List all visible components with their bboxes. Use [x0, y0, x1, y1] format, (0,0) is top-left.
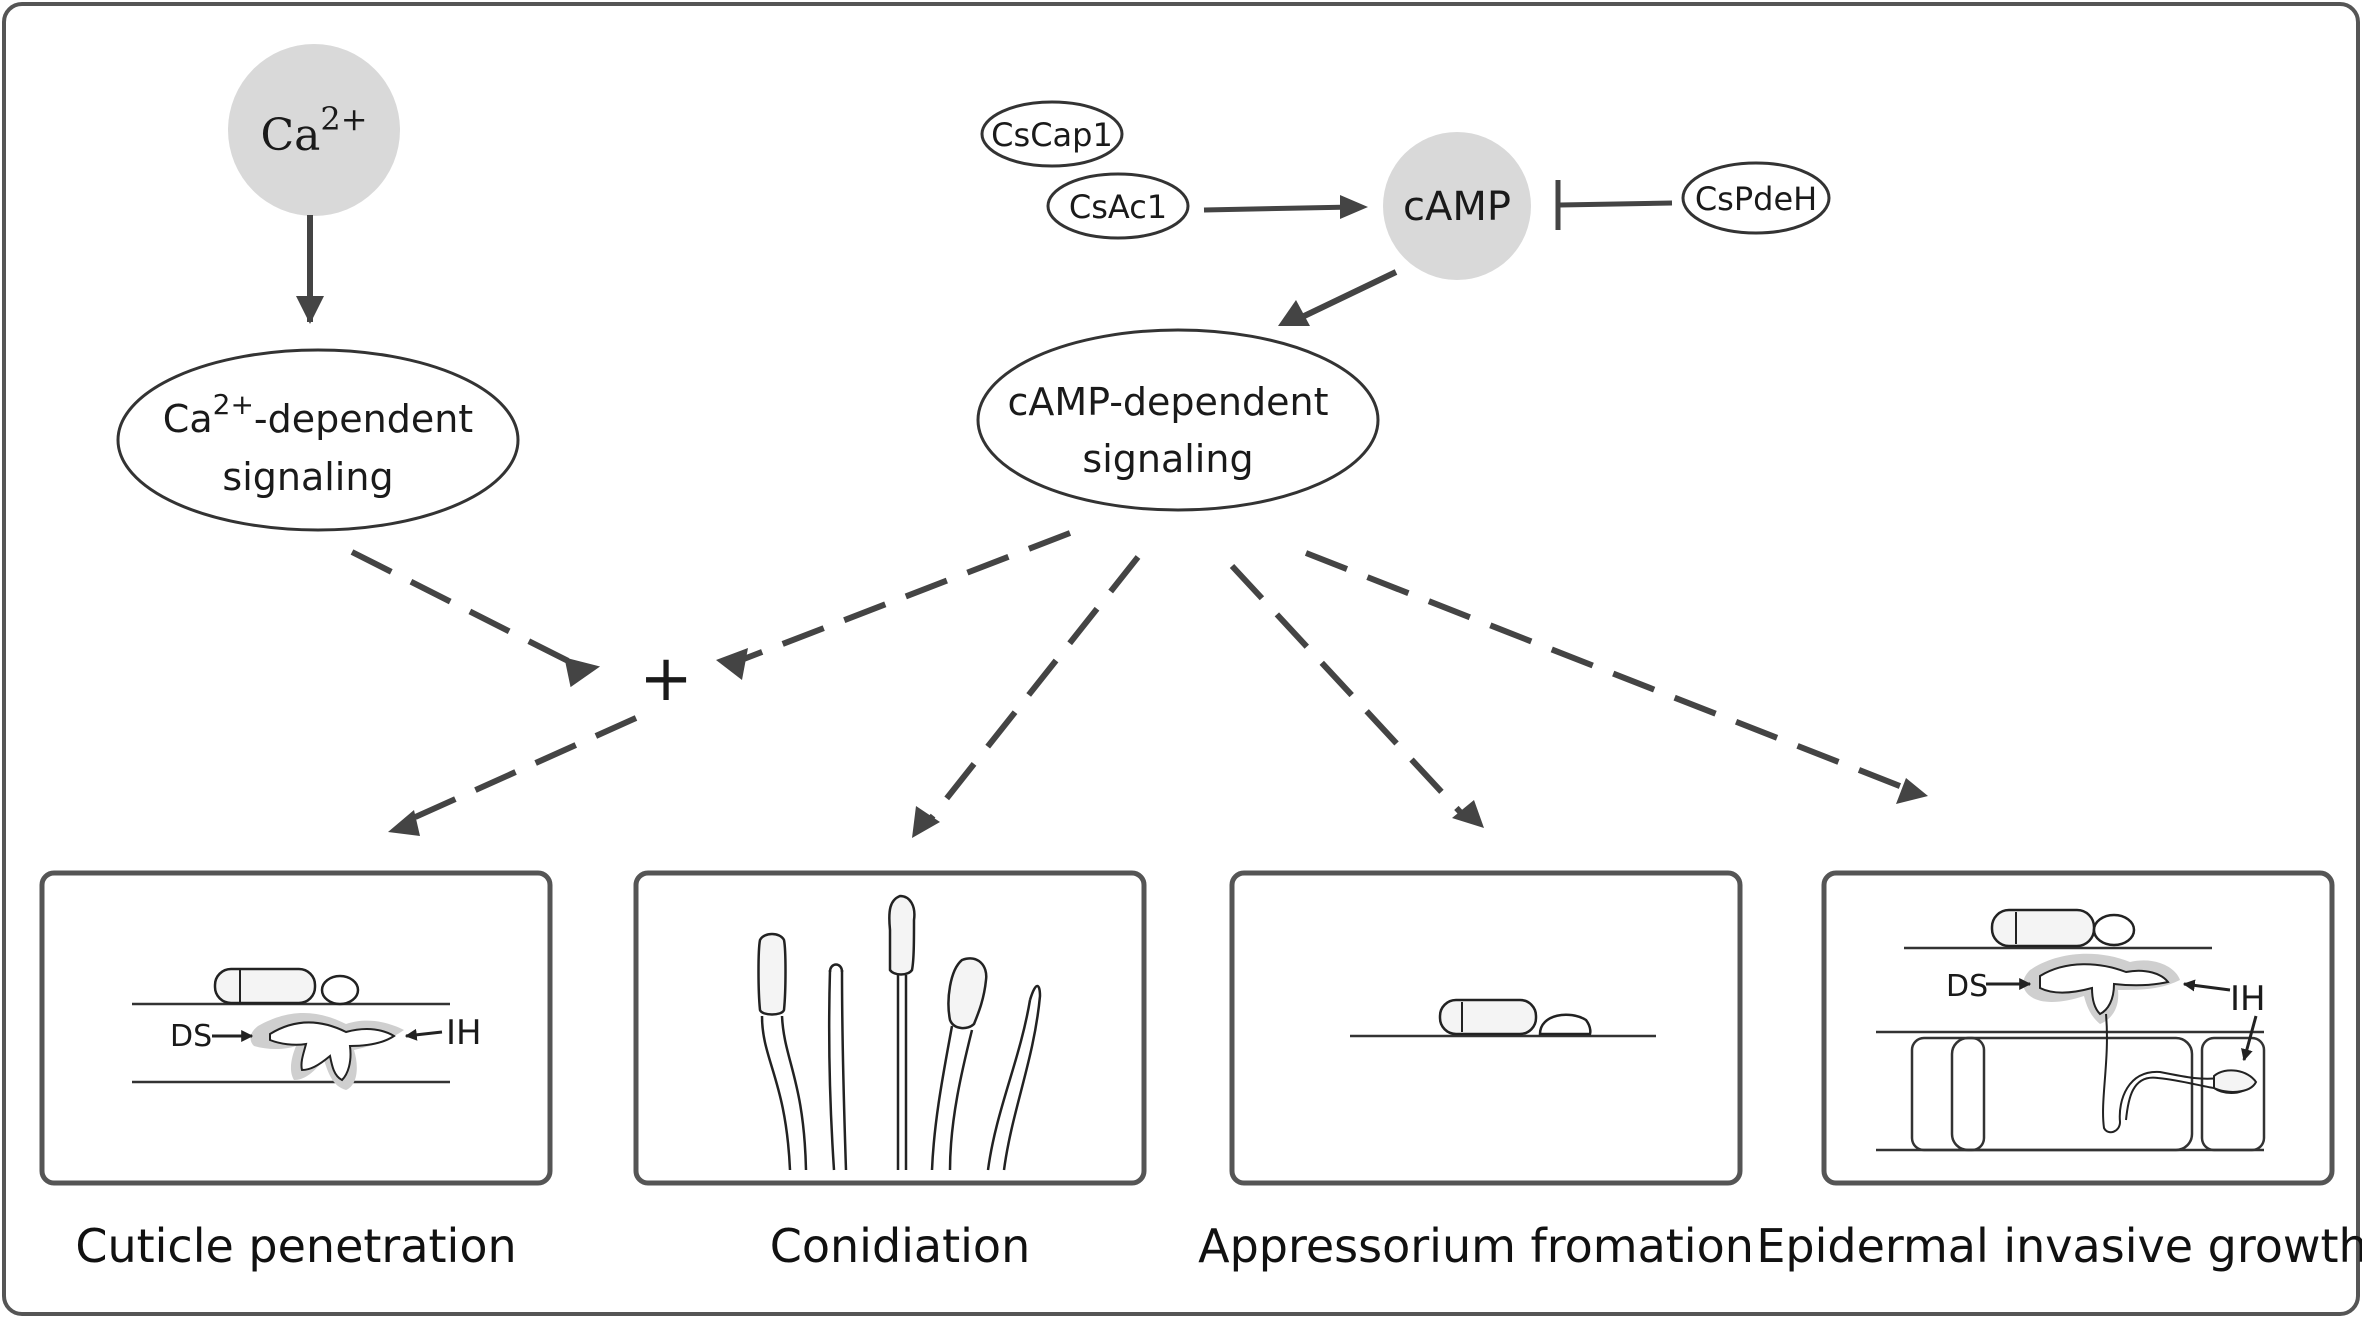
dashed-arrow-camp-to-plus [734, 530, 1072, 665]
caption-cuticle-penetration: Cuticle penetration [75, 1219, 516, 1273]
cspdeh-label: CsPdeH [1695, 180, 1817, 218]
arrowhead [912, 806, 940, 838]
ca-signaling-line2: signaling [222, 455, 393, 499]
cspdeh-node: CsPdeH [1681, 161, 1831, 235]
arrowhead [1340, 195, 1368, 219]
arrowhead [1452, 800, 1484, 828]
panel-epidermal-invasive-growth: DS IH [1821, 870, 2335, 1186]
dashed-arrow-ca-to-plus [350, 549, 580, 669]
ih-label: IH [446, 1013, 482, 1053]
dashed-arrow-camp-to-appressorium [1229, 563, 1465, 817]
camp-label: cAMP [1403, 184, 1511, 230]
cscap1-node: CsCap1 [980, 100, 1124, 168]
caption-epidermal-invasive-growth: Epidermal invasive growth [1756, 1219, 2362, 1273]
ds-label: DS [1946, 969, 1988, 1004]
dashed-arrow-plus-to-cuticle [400, 715, 638, 826]
panel-conidiation [633, 870, 1147, 1186]
ih-label: IH [2230, 979, 2266, 1019]
ca-ion-node: Ca2+ [228, 44, 400, 216]
ca-ion-label: Ca2+ [260, 100, 367, 161]
arrow-camp-to-camp-signaling [1298, 269, 1398, 321]
caption-appressorium-formation: Appressorium fromation [1198, 1219, 1754, 1273]
panel-cuticle-penetration: DS IH [39, 870, 553, 1186]
plus-sign: + [639, 642, 693, 716]
arrowhead [564, 657, 601, 688]
dashed-arrow-camp-to-conidiation [925, 555, 1141, 824]
ds-label: DS [170, 1019, 212, 1054]
arrowhead [1896, 778, 1928, 804]
csac1-label: CsAc1 [1069, 188, 1167, 226]
panel-appressorium-formation [1229, 870, 1743, 1186]
camp-signaling-node: cAMP-dependent signaling [976, 328, 1380, 512]
dashed-arrow-camp-to-invasive [1304, 550, 1912, 793]
arrowhead [1278, 300, 1310, 326]
cscap1-label: CsCap1 [991, 116, 1113, 154]
ca-signaling-node: Ca2+-dependent signaling [116, 348, 520, 532]
camp-node: cAMP [1383, 132, 1531, 280]
caption-conidiation: Conidiation [770, 1219, 1030, 1273]
ca-signaling-line1: Ca2+-dependent [163, 388, 473, 441]
arrow-csac1-to-camp [1203, 204, 1355, 213]
arrowhead [296, 296, 324, 324]
csac1-node: CsAc1 [1046, 172, 1190, 240]
camp-signaling-line2: signaling [1082, 437, 1253, 481]
camp-signaling-line1: cAMP-dependent [1007, 380, 1328, 424]
inhibition-cspdeh-to-camp [1559, 200, 1673, 208]
arrowhead [388, 810, 420, 836]
arrowhead [716, 648, 748, 680]
